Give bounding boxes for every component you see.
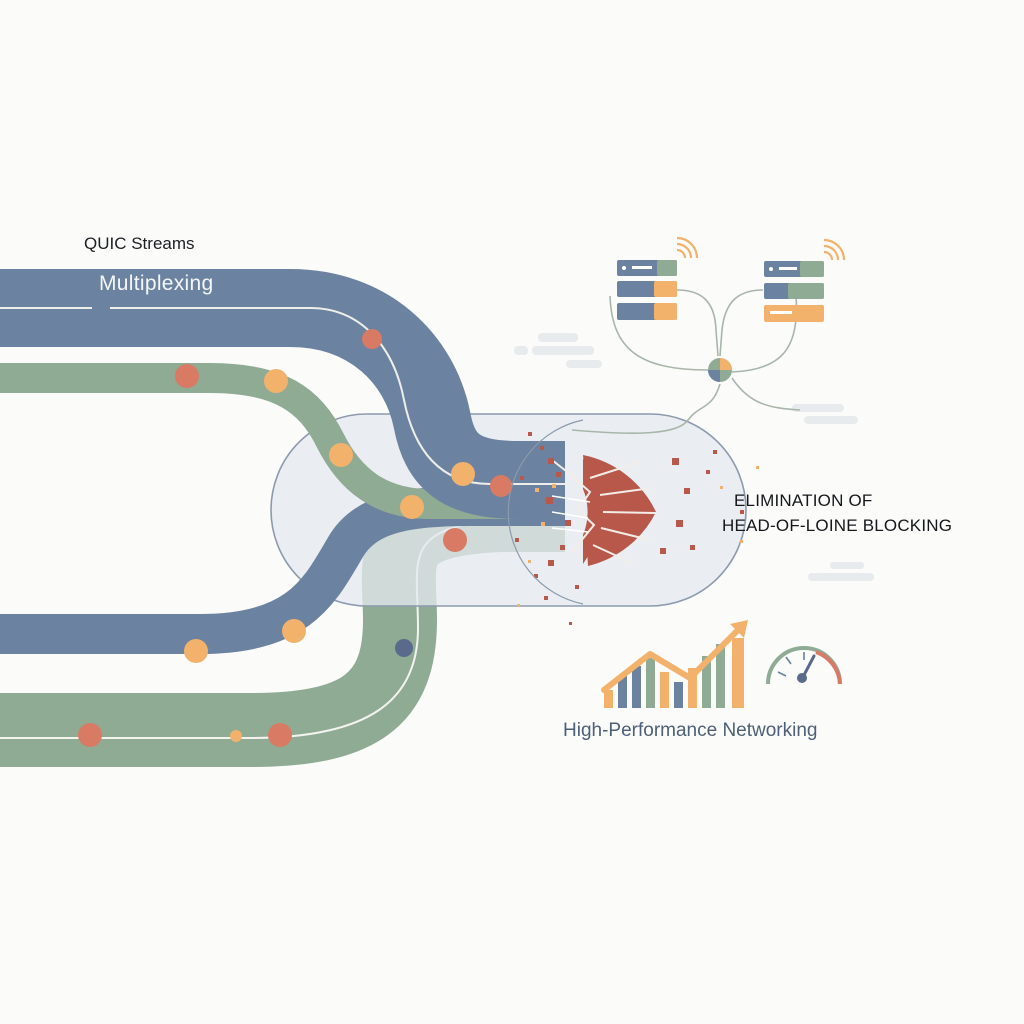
server-rack-icon [764, 261, 824, 322]
performance-label: High-Performance Networking [563, 720, 818, 741]
shattered-block-icon [507, 419, 759, 625]
wifi-signal-icon [823, 238, 846, 261]
green-stream-upper [0, 363, 565, 519]
diagram-title: QUIC Streams [84, 234, 195, 253]
wifi-signal-icon [676, 236, 699, 259]
speedometer-icon [766, 646, 842, 685]
network-hub-icon [708, 358, 732, 382]
packet-dots [78, 329, 512, 747]
elimination-line-2: HEAD-OF-LOINE BLOCKING [722, 516, 953, 535]
cloud-decoration [514, 333, 874, 581]
elimination-line-1: ELIMINATION OF [734, 491, 873, 510]
server-rack-icon [617, 260, 677, 320]
multiplexing-label: Multiplexing [99, 272, 214, 295]
growth-bar-chart-icon [601, 620, 748, 708]
elimination-label: ELIMINATION OF HEAD-OF-LOINE BLOCKING [722, 488, 952, 538]
